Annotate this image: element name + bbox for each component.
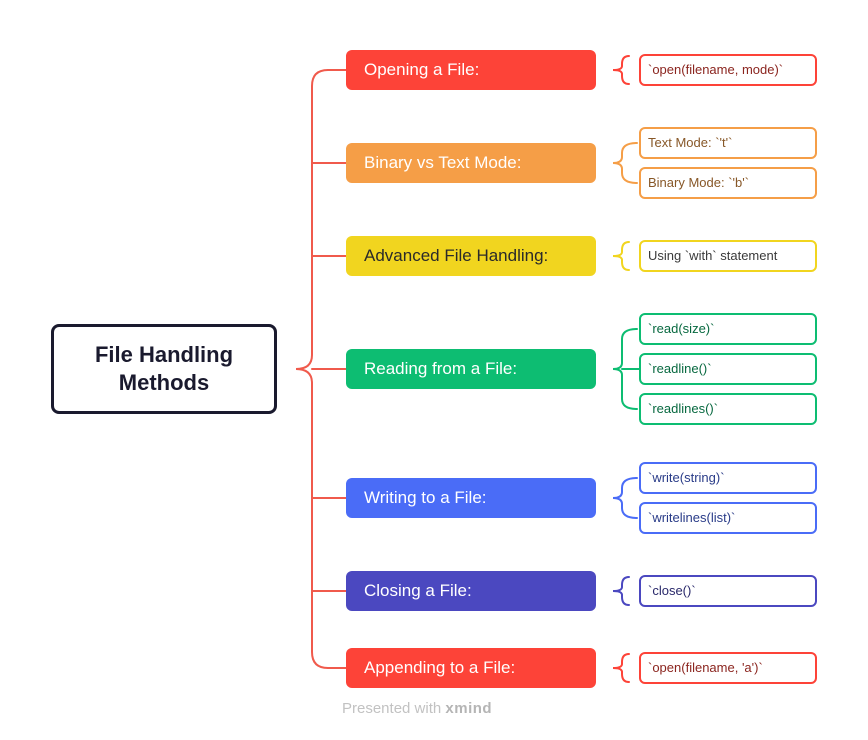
subtopic-bracket-connector [612,653,630,683]
topic-label: Reading from a File: [364,359,518,378]
topic-opening-a-file[interactable]: Opening a File: [346,50,596,90]
topic-label: Opening a File: [364,60,480,79]
main-bracket-connector [295,69,329,669]
subtopic-bracket-connector [612,477,638,519]
topic-label: Closing a File: [364,581,472,600]
subtopic-label: Using `with` statement [648,248,778,263]
subtopic-text-mode[interactable]: Text Mode: `'t'` [639,127,817,159]
subtopic-label: Text Mode: `'t'` [648,135,733,150]
topic-binary-vs-text-mode[interactable]: Binary vs Text Mode: [346,143,596,183]
topic-label: Appending to a File: [364,658,516,677]
subtopic-label: `write(string)` [648,470,725,485]
subtopic-label: `readlines()` [648,401,719,416]
topic-label: Advanced File Handling: [364,246,549,265]
topic-reading-from-a-file[interactable]: Reading from a File: [346,349,596,389]
subtopic-bracket-connector [612,328,638,410]
subtopic-label: `read(size)` [648,321,715,336]
subtopic-read-size[interactable]: `read(size)` [639,313,817,345]
subtopic-readlines[interactable]: `readlines()` [639,393,817,425]
topic-appending-to-a-file[interactable]: Appending to a File: [346,648,596,688]
subtopic-label: `readline()` [648,361,712,376]
subtopic-bracket-connector [612,576,630,606]
topic-advanced-file-handling[interactable]: Advanced File Handling: [346,236,596,276]
subtopic-close[interactable]: `close()` [639,575,817,607]
topic-label: Writing to a File: [364,488,487,507]
subtopic-bracket-connector [612,55,630,85]
subtopic-label: `writelines(list)` [648,510,736,525]
topic-label: Binary vs Text Mode: [364,153,522,172]
topic-closing-a-file[interactable]: Closing a File: [346,571,596,611]
subtopic-writelines-list[interactable]: `writelines(list)` [639,502,817,534]
xmind-logo: xmind [445,700,493,717]
subtopic-label: Binary Mode: `'b'` [648,175,750,190]
subtopic-label: `open(filename, 'a')` [648,660,763,675]
subtopic-open-filename-mode[interactable]: `open(filename, mode)` [639,54,817,86]
subtopic-bracket-connector [612,142,638,184]
subtopic-bracket-connector [612,241,630,271]
subtopic-open-filename-a[interactable]: `open(filename, 'a')` [639,652,817,684]
footer-branding: Presented with xmind [342,700,492,717]
root-topic[interactable]: File Handling Methods [51,324,277,414]
footer-prefix: Presented with [342,700,442,717]
root-topic-label: File Handling Methods [94,342,234,395]
subtopic-write-string[interactable]: `write(string)` [639,462,817,494]
subtopic-label: `close()` [648,583,696,598]
subtopic-binary-mode[interactable]: Binary Mode: `'b'` [639,167,817,199]
topic-writing-to-a-file[interactable]: Writing to a File: [346,478,596,518]
subtopic-label: `open(filename, mode)` [648,62,784,77]
subtopic-using-with-statement[interactable]: Using `with` statement [639,240,817,272]
subtopic-readline[interactable]: `readline()` [639,353,817,385]
